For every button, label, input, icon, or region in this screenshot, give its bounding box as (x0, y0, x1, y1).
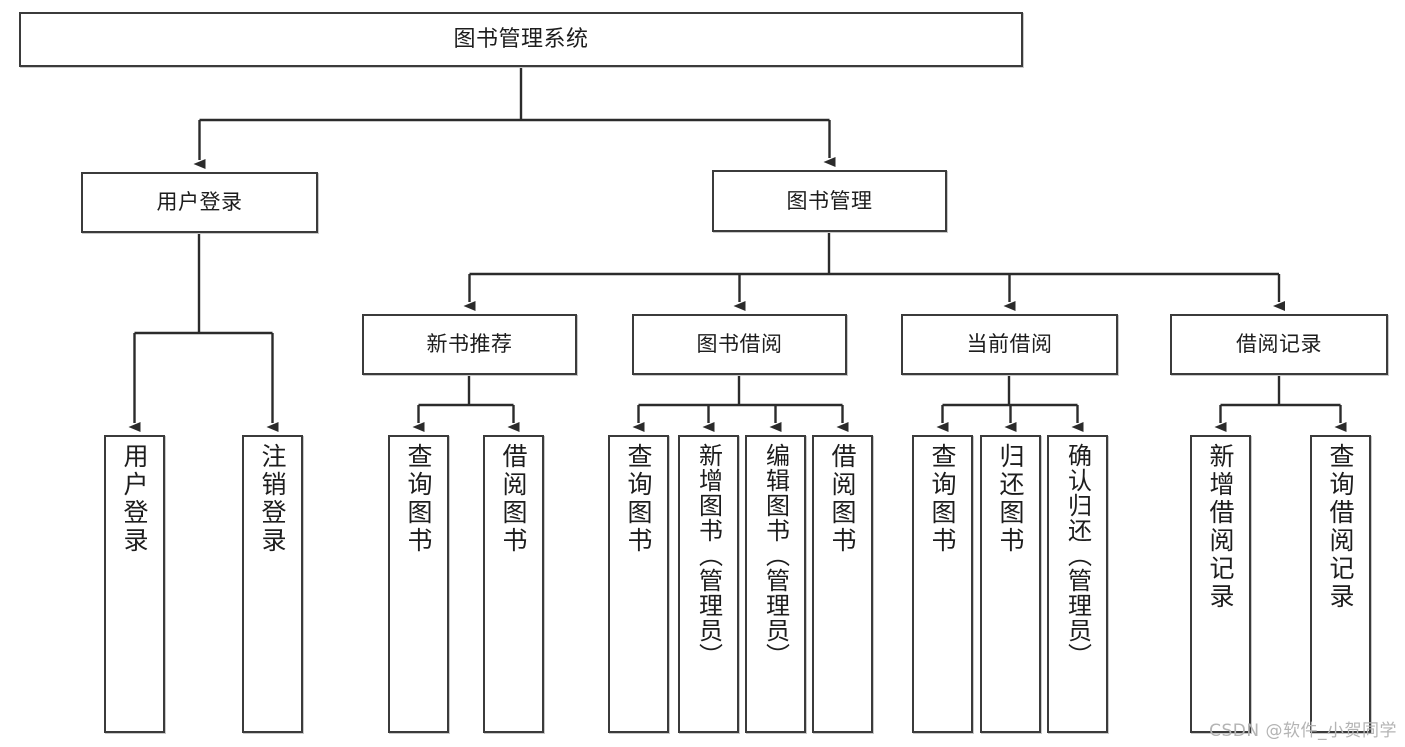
node-leaf-user-logout-label: 注销登录 (258, 443, 287, 555)
node-new-book-rec[interactable]: 新书推荐 (362, 314, 577, 375)
node-leaf-add-borrow-record[interactable]: 新增借阅记录 (1190, 435, 1251, 733)
node-leaf-query-book-borrow-label: 查询图书 (624, 443, 653, 555)
node-leaf-return-book-label: 归还图书 (996, 443, 1025, 555)
node-book-manage[interactable]: 图书管理 (712, 170, 947, 232)
node-leaf-borrow-book[interactable]: 借阅图书 (812, 435, 873, 733)
node-book-borrow-label: 图书借阅 (696, 332, 783, 357)
node-leaf-confirm-return-admin-label: 确认归还（管理员） (1063, 443, 1092, 668)
node-leaf-return-book[interactable]: 归还图书 (980, 435, 1041, 733)
node-leaf-query-book-rec[interactable]: 查询图书 (388, 435, 449, 733)
node-leaf-query-borrow-record-label: 查询借阅记录 (1326, 443, 1355, 611)
node-leaf-user-login[interactable]: 用户登录 (104, 435, 165, 733)
node-leaf-confirm-return-admin[interactable]: 确认归还（管理员） (1047, 435, 1108, 733)
node-leaf-edit-book-admin-label: 编辑图书（管理员） (761, 443, 790, 668)
node-leaf-edit-book-admin[interactable]: 编辑图书（管理员） (745, 435, 806, 733)
node-leaf-borrow-book-rec[interactable]: 借阅图书 (483, 435, 544, 733)
node-leaf-query-book-current-label: 查询图书 (928, 443, 957, 555)
node-root-label: 图书管理系统 (453, 26, 589, 52)
node-current-borrow-label: 当前借阅 (966, 332, 1053, 357)
node-leaf-user-logout[interactable]: 注销登录 (242, 435, 303, 733)
node-borrow-record[interactable]: 借阅记录 (1170, 314, 1388, 375)
node-leaf-add-borrow-record-label: 新增借阅记录 (1206, 443, 1235, 611)
node-borrow-record-label: 借阅记录 (1236, 332, 1322, 357)
node-leaf-query-book-rec-label: 查询图书 (404, 443, 433, 555)
node-leaf-query-book-borrow[interactable]: 查询图书 (608, 435, 669, 733)
node-leaf-query-borrow-record[interactable]: 查询借阅记录 (1310, 435, 1371, 733)
node-book-manage-label: 图书管理 (786, 188, 873, 213)
node-leaf-borrow-book-rec-label: 借阅图书 (499, 443, 528, 555)
node-user-login[interactable]: 用户登录 (81, 172, 318, 233)
node-root[interactable]: 图书管理系统 (19, 12, 1023, 67)
node-leaf-borrow-book-label: 借阅图书 (828, 443, 857, 555)
node-book-borrow[interactable]: 图书借阅 (632, 314, 847, 375)
node-leaf-query-book-current[interactable]: 查询图书 (912, 435, 973, 733)
node-user-login-label: 用户登录 (156, 190, 243, 215)
node-leaf-add-book-admin-label: 新增图书（管理员） (694, 443, 723, 668)
node-current-borrow[interactable]: 当前借阅 (901, 314, 1118, 375)
node-leaf-add-book-admin[interactable]: 新增图书（管理员） (678, 435, 739, 733)
node-new-book-rec-label: 新书推荐 (426, 332, 513, 357)
node-leaf-user-login-label: 用户登录 (120, 443, 149, 555)
